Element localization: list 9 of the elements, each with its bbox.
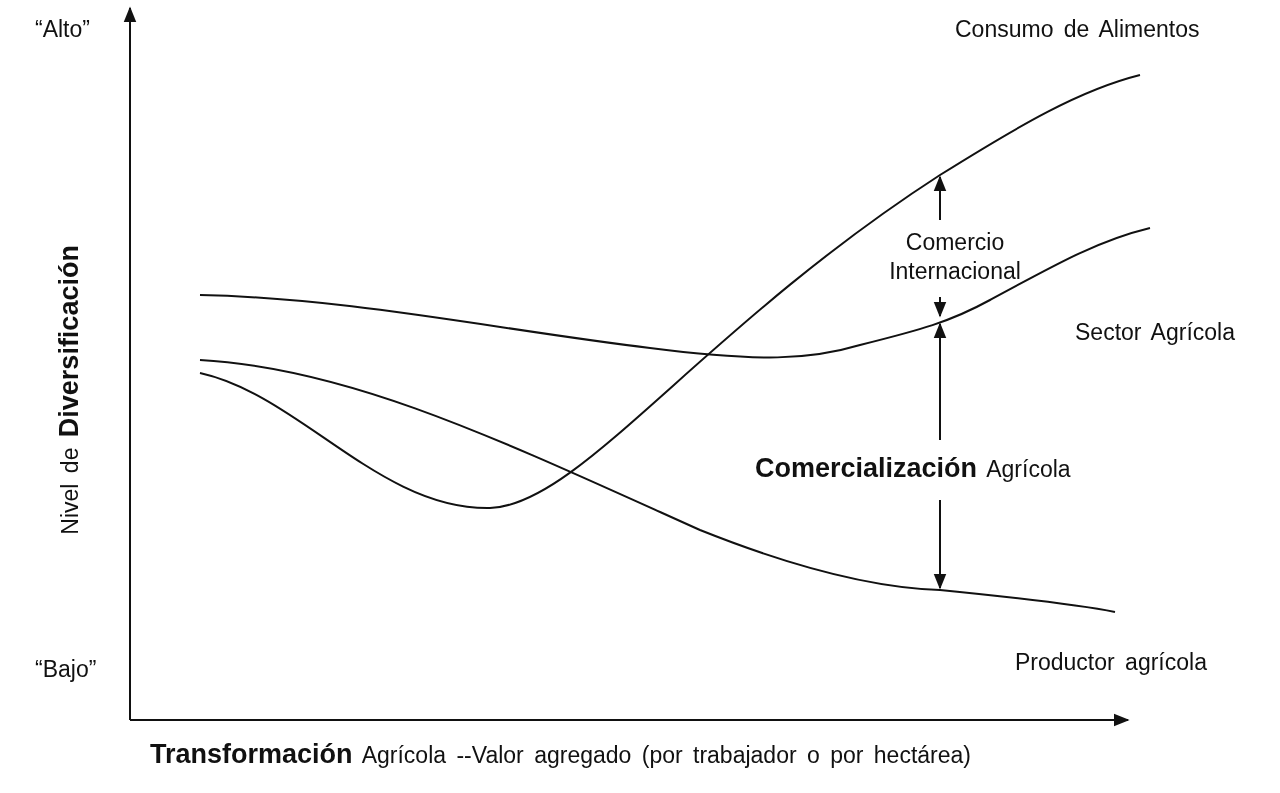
curve-label: Sector Agrícola	[1075, 318, 1235, 347]
curve-label: Productor agrícola	[1015, 648, 1207, 677]
scale-label: “Alto”	[35, 15, 90, 44]
scale-label: “Bajo”	[35, 655, 97, 684]
region-label: Comercio Internacional	[888, 228, 1022, 286]
region-label: Comercialización Agrícola	[755, 452, 1071, 485]
curve-label: Consumo de Alimentos	[955, 15, 1200, 44]
axis-label: Transformación Agrícola --Valor agregado (por trabajador o por hectárea)	[150, 738, 971, 771]
axis-label: Nivel de Diversificación	[52, 245, 85, 535]
